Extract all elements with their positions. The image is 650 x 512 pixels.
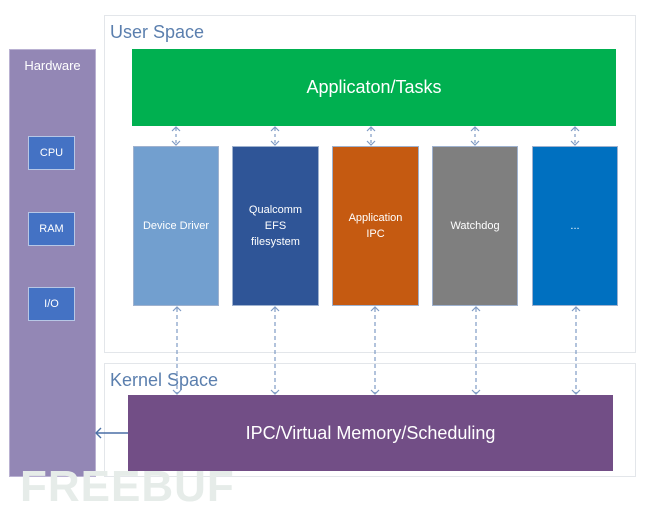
ram-chip: RAM [28,212,75,246]
application-ipc-block: Application IPC [332,146,419,306]
other-label: ... [570,220,580,232]
kernel-space-title: Kernel Space [110,370,219,390]
watchdog-label: Watchdog [450,220,500,232]
kernel-block: IPC/Virtual Memory/Scheduling [128,395,613,471]
applications-tasks-label: Applicaton/Tasks [306,77,442,97]
arrowheads [171,126,581,395]
io-chip: I/O [28,287,75,321]
hardware-title: Hardware [24,58,81,73]
other-block: ... [532,146,618,306]
applications-tasks-block: Applicaton/Tasks [132,49,616,126]
kernel-label: IPC/Virtual Memory/Scheduling [245,422,496,443]
component-to-kernel-arrows [176,308,577,393]
app-to-component-arrows [175,128,576,144]
device-driver-block: Device Driver [133,146,219,306]
qualcomm-efs-block: Qualcomm EFS filesystem [232,146,319,306]
cpu-chip: CPU [28,136,75,170]
hardware-panel: Hardware CPU RAM I/O [9,49,96,477]
watchdog-block: Watchdog [432,146,518,306]
watermark: FREEBUF [20,462,235,511]
kernel-to-hardware-arrow [95,427,128,439]
user-space-title: User Space [110,22,205,42]
device-driver-label: Device Driver [142,220,209,232]
qualcomm-efs-label: Qualcomm EFS filesystem [248,204,303,248]
application-ipc-label: Application IPC [348,212,403,240]
